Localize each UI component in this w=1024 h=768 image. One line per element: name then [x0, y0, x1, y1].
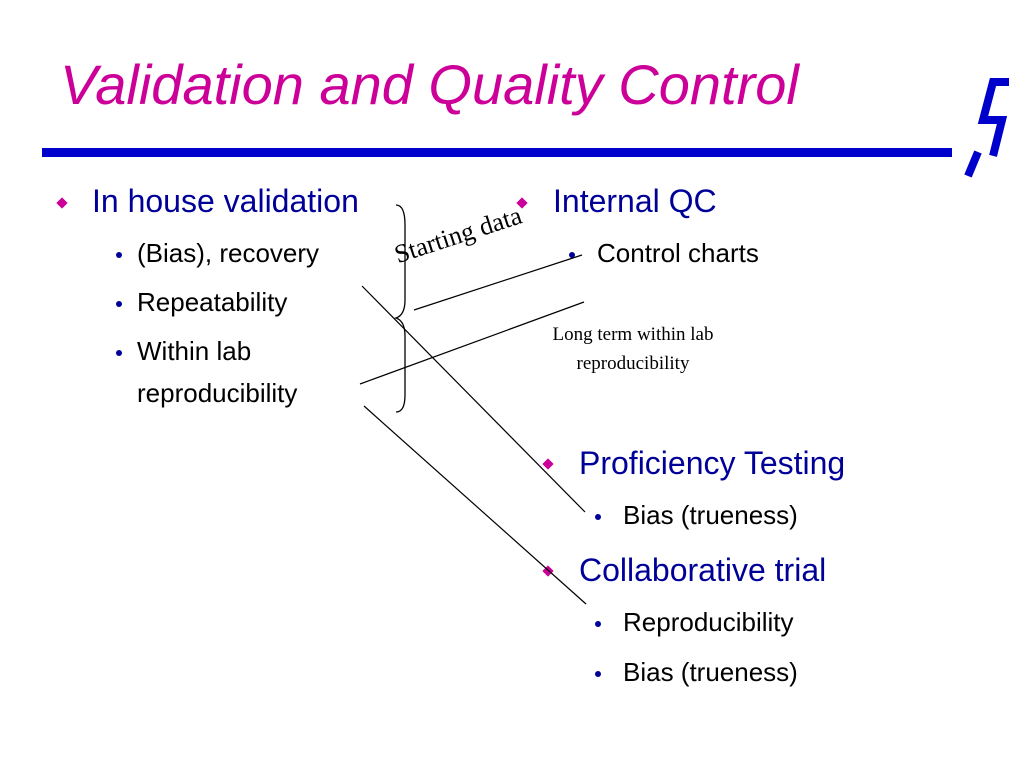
long-term-annotation-line1: Long term within lab: [552, 324, 714, 345]
curly-brace: [393, 204, 406, 413]
bullet-dot-icon: [595, 514, 601, 520]
title-divider: [42, 148, 952, 157]
bullet-dot-icon: [595, 671, 601, 677]
bullet-dot-icon: [116, 350, 122, 356]
bullet-dot-icon: [595, 621, 601, 627]
starting-data-line: [413, 254, 583, 311]
list-item: Control charts: [597, 238, 759, 268]
proficiency-line: [361, 285, 586, 513]
collaborative-trial-heading: Collaborative trial: [579, 552, 827, 588]
list-item: Within lab: [137, 336, 252, 366]
bullet-dot-icon: [116, 252, 122, 258]
proficiency-testing-heading: Proficiency Testing: [579, 445, 846, 481]
page-title: Validation and Quality Control: [60, 53, 799, 116]
list-item: (Bias), recovery: [137, 238, 320, 268]
long-term-line: [359, 301, 585, 385]
in-house-validation-heading: In house validation: [92, 183, 359, 219]
list-item: Bias (trueness): [623, 657, 798, 687]
list-item: Repeatability: [137, 287, 288, 317]
list-item: Bias (trueness): [623, 500, 798, 530]
list-item: reproducibility: [137, 378, 298, 408]
long-term-annotation-line2: reproducibility: [576, 353, 690, 374]
bullet-dot-icon: [116, 301, 122, 307]
internal-qc-heading: Internal QC: [553, 183, 717, 219]
bullet-dot-icon: [569, 252, 575, 258]
list-item: Reproducibility: [623, 607, 794, 637]
collaborative-line: [363, 405, 587, 605]
